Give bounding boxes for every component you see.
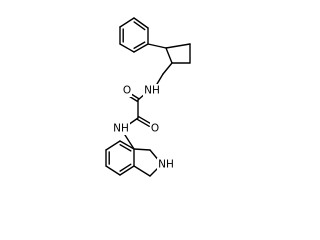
carbonyl-double-bond-top-b — [128, 95, 138, 102]
carbonyl-double-bond-bottom-b — [138, 116, 152, 125]
nh-aryl-bond — [124, 134, 135, 150]
atom-o-bottom: O — [150, 122, 160, 135]
amide-nh-bottom-label: NH — [113, 123, 129, 135]
phenyl-double-bond-0 — [133, 21, 146, 31]
benzo-double-bond-2 — [119, 144, 132, 152]
carbonyl-double-bond-bottom-a — [136, 118, 150, 127]
phenyl-bond-1 — [119, 17, 135, 28]
phenyl-bond-4 — [133, 43, 149, 53]
carbonyl-o-bottom-label: O — [151, 123, 159, 135]
phenyl-bond-3 — [119, 43, 135, 53]
benzo-bond-4 — [105, 140, 121, 151]
pyrroline-bond-top — [133, 148, 151, 151]
carbonyl-double-bond-top-a — [130, 93, 140, 100]
phenyl-double-bond-2 — [133, 41, 146, 49]
atom-o-top: O — [122, 84, 132, 97]
phenyl-cyclobutyl-bond — [147, 43, 167, 49]
isoindoline-nh-label: NH — [158, 159, 174, 171]
atom-labels: NH O O NH NH — [112, 84, 175, 171]
carbonyl-o-top-label: O — [123, 85, 131, 97]
molecule-structure-diagram: NH O O NH NH — [105, 17, 191, 177]
cyclobutane-bond-3 — [165, 43, 191, 49]
benzo-bond-5 — [119, 140, 135, 150]
pyrroline-bond-bottom — [133, 165, 151, 177]
atom-nh-top: NH — [143, 84, 161, 97]
amide-nh-top-label: NH — [144, 85, 160, 97]
atom-isoindoline-nh: NH — [157, 158, 175, 171]
benzo-bond-2 — [105, 165, 121, 176]
phenyl-bond-0 — [133, 17, 149, 29]
benzo-bond-1 — [119, 165, 135, 176]
cyclobutane-bond-0 — [165, 47, 173, 64]
linker-bond-0 — [162, 62, 173, 75]
linker-bond-1 — [156, 73, 164, 85]
atom-nh-bottom: NH — [112, 122, 130, 135]
benzo-double-bond-0 — [119, 163, 132, 172]
